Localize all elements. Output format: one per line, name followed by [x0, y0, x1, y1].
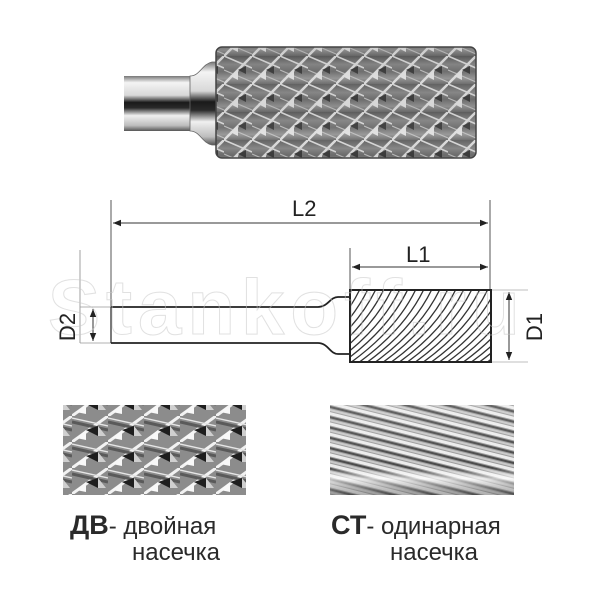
burr-photo [124, 46, 477, 159]
shank [124, 76, 194, 131]
legend-line1: двойная [123, 513, 217, 540]
legend-line1: одинарная [381, 513, 501, 540]
legend-separator: - [366, 513, 381, 540]
legend-double-cut: ДВ- двойная насечка [70, 512, 220, 566]
label-l2: L2 [292, 196, 317, 221]
legend-single-cut: СТ- одинарная насечка [331, 512, 501, 566]
legend-line2: насечка [132, 539, 221, 566]
label-l1: L1 [406, 242, 431, 267]
burr-head [216, 47, 476, 158]
legend-code: ДВ [70, 510, 109, 540]
label-d2: D2 [55, 312, 81, 342]
legend-code: СТ [331, 510, 367, 540]
legend-line2: насечка [390, 539, 479, 566]
label-d1: D1 [522, 312, 548, 342]
legend-separator: - [108, 513, 124, 540]
